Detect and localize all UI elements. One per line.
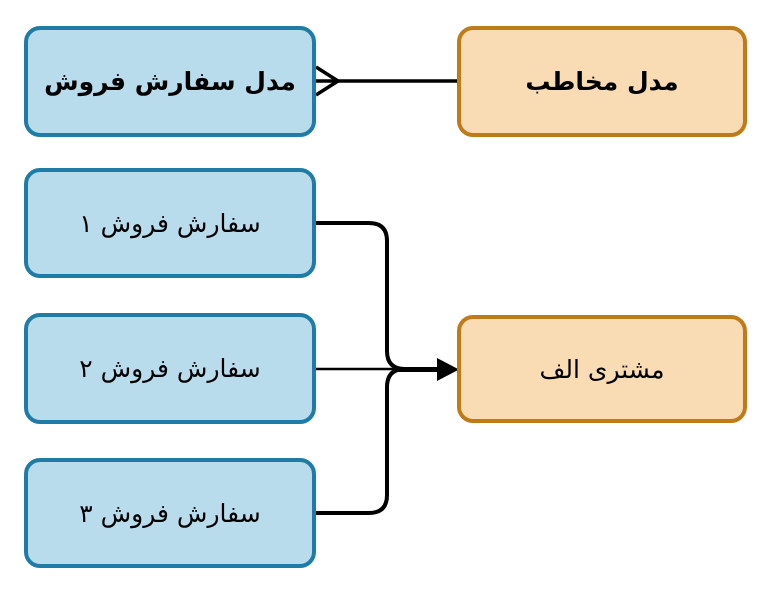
node-contact-model: مدل مخاطب xyxy=(457,26,747,137)
crows-foot-marker xyxy=(315,65,339,97)
node-sales-order-2: سفارش فروش ۲ xyxy=(24,313,316,424)
node-sales-order-1: سفارش فروش ۱ xyxy=(24,168,316,278)
node-sales-order-model: مدل سفارش فروش xyxy=(24,26,316,137)
node-customer-a-label: مشتری الف xyxy=(539,354,665,384)
edge-sales-order-3-to-customer-a xyxy=(316,367,406,515)
node-sales-order-1-label: سفارش فروش ۱ xyxy=(79,208,261,238)
node-sales-order-model-label: مدل سفارش فروش xyxy=(44,67,296,96)
node-sales-order-3-label: سفارش فروش ۳ xyxy=(79,498,261,528)
arrowhead-marker xyxy=(437,358,459,381)
node-contact-model-label: مدل مخاطب xyxy=(525,67,679,96)
edge-sales-order-1-to-customer-a xyxy=(316,221,406,371)
node-sales-order-3: سفارش فروش ۳ xyxy=(24,458,316,568)
node-customer-a: مشتری الف xyxy=(457,315,747,423)
node-sales-order-2-label: سفارش فروش ۲ xyxy=(79,354,261,383)
